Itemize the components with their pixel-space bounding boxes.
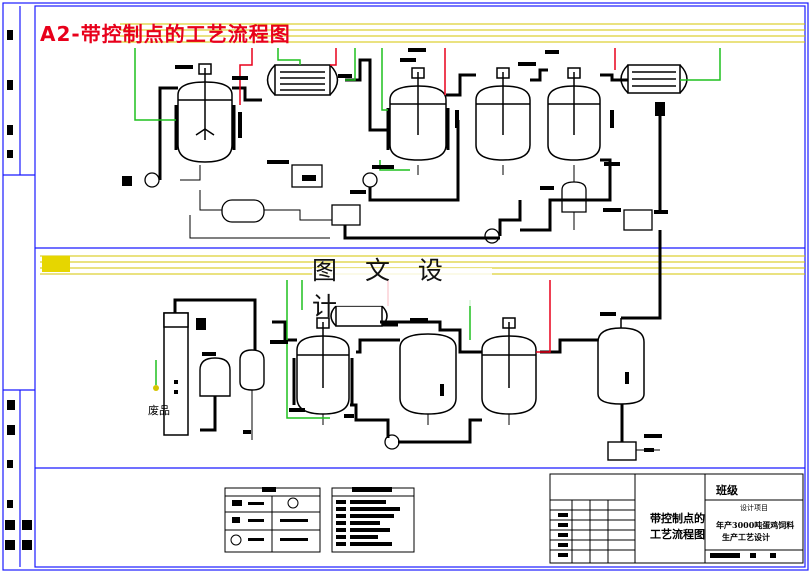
legend-symbols-content <box>230 487 308 546</box>
legend-symbols-box <box>224 487 321 553</box>
reactor-1 <box>174 63 236 163</box>
reactor-3 <box>475 67 531 161</box>
drawing-name-line1: 带控制点的 <box>650 512 705 525</box>
utility-label-block <box>42 256 70 272</box>
top-instrument-tags <box>122 48 668 214</box>
waste-label: 废品 <box>148 404 170 417</box>
reactor-5 <box>292 317 354 415</box>
top-thin-lines <box>180 165 575 239</box>
drawing-name-line2: 工艺流程图 <box>650 528 705 541</box>
project-line1: 年产3000吨蛋鸡饲料 <box>716 520 795 530</box>
top-steam-lines <box>239 48 616 105</box>
drawing-title: A2-带控制点的工艺流程图 <box>40 22 291 46</box>
reactor-6 <box>399 333 457 415</box>
utility-header-lines-top <box>120 23 805 43</box>
top-receivers <box>221 164 653 231</box>
class-label: 班级 <box>716 484 738 497</box>
reactor-7 <box>481 317 537 415</box>
project-caption: 设计项目 <box>740 504 768 512</box>
heat-exchanger-2 <box>620 64 688 94</box>
top-cooling-lines <box>134 48 721 171</box>
title-block-stamps <box>558 513 776 558</box>
reactor-4 <box>547 67 601 161</box>
level-gauge-marker <box>153 385 159 391</box>
bottom-instrument-tags <box>174 312 662 452</box>
legend-lines-content <box>336 487 400 546</box>
storage-tank <box>597 318 645 405</box>
heat-exchanger-1 <box>266 64 339 96</box>
top-process-lines <box>158 58 662 240</box>
bottom-cooling-lines <box>155 280 471 419</box>
watermark-text: 图 文 设 计 <box>312 256 492 321</box>
project-line2: 生产工艺设计 <box>722 532 770 542</box>
reactor-2 <box>386 67 450 161</box>
margin-stamps <box>5 30 32 550</box>
title-block-grid <box>549 473 804 564</box>
